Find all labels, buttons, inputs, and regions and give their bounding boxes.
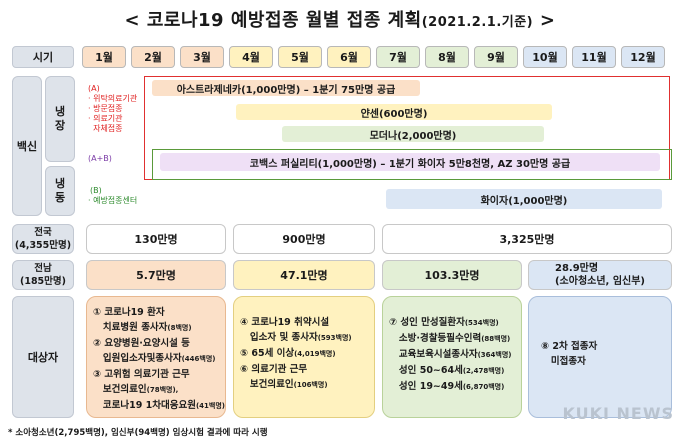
month-header: 2월: [131, 46, 175, 68]
month-header: 10월: [523, 46, 567, 68]
target-line: 성인 50~64세(2,478백명): [389, 365, 505, 376]
target-line: 교육보육시설종사자(364백명): [389, 349, 512, 360]
target-line: ③ 고위험 의료기관 근무: [93, 369, 190, 380]
vaccine-label: 백신: [12, 76, 42, 216]
frozen-storage-label: 냉 동: [45, 166, 75, 216]
jeonnam-label: 전남 (185만명): [12, 260, 74, 290]
group-a-items: · 위탁의료기관 · 방문접종 · 의료기관 자체접종: [88, 94, 138, 133]
target-line: ① 코로나19 환자: [93, 307, 165, 318]
month-header: 1월: [82, 46, 126, 68]
month-header: 7월: [376, 46, 420, 68]
targets-q1: ① 코로나19 환자 치료병원 종사자(8백명) ② 요양병원·요양시설 등 입원…: [86, 296, 226, 418]
national-q2: 900만명: [233, 224, 375, 254]
month-header: 8월: [425, 46, 469, 68]
jeonnam-q1: 5.7만명: [86, 260, 226, 290]
national-q1: 130만명: [86, 224, 226, 254]
target-line: 코로나19 1차대응요원(41백명): [93, 400, 226, 411]
group-ab-tag: (A+B): [88, 154, 112, 163]
group-b-tag: (B): [90, 186, 102, 195]
bar-moderna: 모더나(2,000만명): [282, 126, 544, 142]
cold-storage-label: 냉 장: [45, 76, 75, 162]
target-line: 성인 19~49세(6,870백명): [389, 381, 505, 392]
jeonnam-q4: 28.9만명 (소아청소년, 임신부): [528, 260, 672, 290]
target-line: 입원입소자및종사자(446백명): [93, 353, 216, 364]
month-header: 12월: [621, 46, 665, 68]
target-line: ⑤ 65세 이상(4,019백명): [240, 348, 336, 359]
target-line: ④ 코로나19 취약시설: [240, 317, 330, 328]
target-line: ⑧ 2차 접종자: [541, 341, 598, 352]
target-line: ⑦ 성인 만성질환자(534백명): [389, 317, 499, 328]
targets-label: 대상자: [12, 296, 74, 418]
targets-q4: ⑧ 2차 접종자 미접종자: [528, 296, 672, 418]
bar-pfizer: 화이자(1,000만명): [386, 189, 662, 209]
target-line: ⑥ 의료기관 근무: [240, 364, 308, 375]
page-title: < 코로나19 예방접종 월별 접종 계획(2021.2.1.기준) >: [124, 10, 556, 31]
month-header: 3월: [180, 46, 224, 68]
national-q3: 3,325만명: [382, 224, 672, 254]
target-line: 보건의료인(78백명),: [93, 384, 179, 395]
group-a-tag: (A): [88, 84, 100, 93]
jeonnam-q3: 103.3만명: [382, 260, 522, 290]
jeonnam-q2: 47.1만명: [233, 260, 375, 290]
group-b-outline: [152, 149, 672, 180]
national-label: 전국 (4,355만명): [12, 224, 74, 254]
month-header: 5월: [278, 46, 322, 68]
period-label: 시기: [12, 46, 74, 68]
month-header: 6월: [327, 46, 371, 68]
bar-covax: 코백스 퍼실리티(1,000만명) – 1분기 화이자 5만8천명, AZ 30…: [160, 153, 660, 171]
month-header: 9월: [474, 46, 518, 68]
footnote: * 소아청소년(2,795백명), 임신부(94백명) 임상시험 결과에 따라 …: [8, 428, 268, 438]
target-line: 치료병원 종사자(8백명): [93, 322, 192, 333]
targets-q3: ⑦ 성인 만성질환자(534백명) 소방·경찰등필수인력(88백명) 교육보육시…: [382, 296, 522, 418]
bar-astrazeneca: 아스트라제네카(1,000만명) – 1분기 75만명 공급: [152, 80, 420, 96]
target-line: 보건의료인(106백명): [240, 379, 328, 390]
target-line: 미접종자: [541, 356, 586, 367]
month-header: 4월: [229, 46, 273, 68]
target-line: ② 요양병원·요양시설 등: [93, 338, 190, 349]
month-header: 11월: [572, 46, 616, 68]
bar-janssen: 얀센(600만명): [236, 104, 552, 120]
target-line: 소방·경찰등필수인력(88백명): [389, 333, 511, 344]
target-line: 입소자 및 종사자(593백명): [240, 332, 352, 343]
watermark: KUKI NEWS: [562, 404, 674, 423]
group-b-items: · 예방접종센터: [88, 196, 138, 205]
targets-q2: ④ 코로나19 취약시설 입소자 및 종사자(593백명) ⑤ 65세 이상(4,…: [233, 296, 375, 418]
